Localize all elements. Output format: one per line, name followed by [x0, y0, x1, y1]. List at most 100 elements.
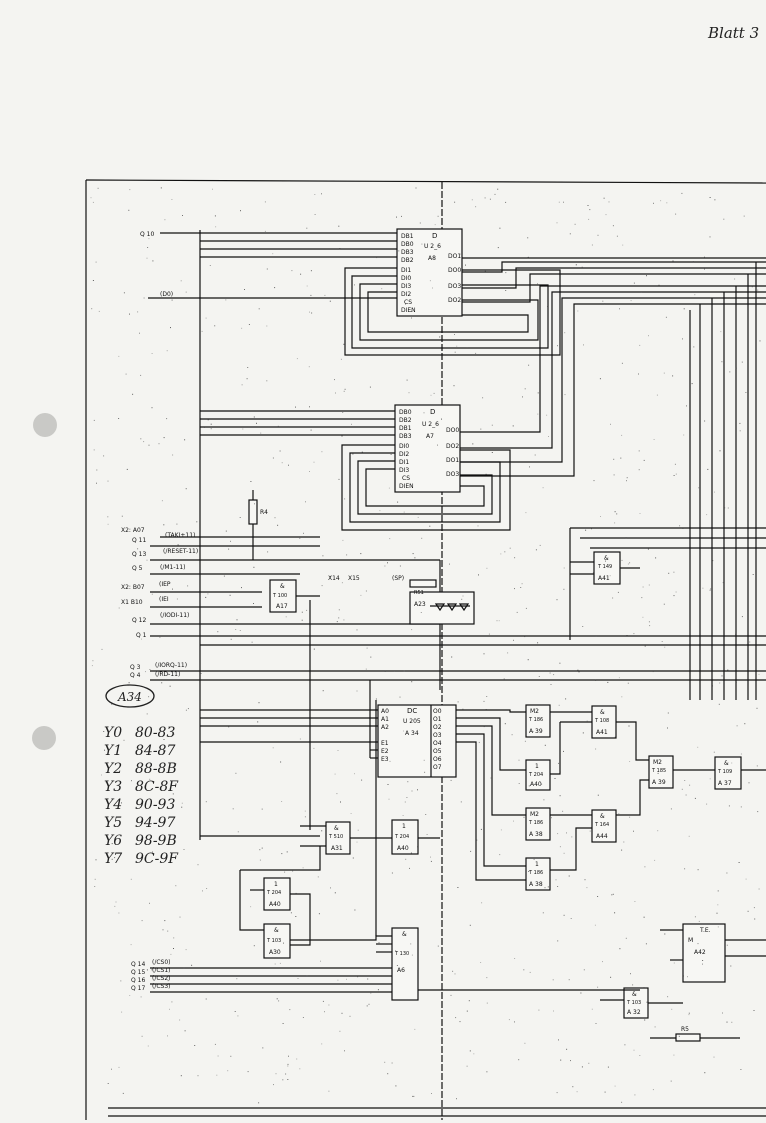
speckle-dot: [489, 198, 491, 200]
speckle-dot: [338, 617, 340, 619]
speckle-dot: [570, 918, 572, 919]
speckle-dot: [462, 595, 464, 597]
svg-text:R51: R51: [414, 590, 424, 596]
speckle-dot: [321, 451, 323, 453]
speckle-dot: [321, 193, 322, 195]
speckle-dot: [594, 924, 596, 926]
speckle-dot: [542, 487, 544, 489]
speckle-dot: [309, 406, 310, 408]
speckle-dot: [404, 801, 406, 803]
speckle-dot: [468, 1000, 470, 1002]
speckle-dot: [172, 793, 174, 795]
speckle-dot: [187, 708, 189, 710]
map-range-3: 8C-8F: [135, 779, 179, 795]
speckle-dot: [465, 264, 466, 266]
speckle-dot: [185, 488, 187, 490]
speckle-dot: [482, 397, 484, 399]
speckle-dot: [496, 620, 498, 622]
speckle-dot: [756, 765, 758, 767]
svg-text:A0: A0: [381, 708, 389, 715]
speckle-dot: [299, 738, 301, 740]
speckle-dot: [313, 461, 315, 463]
speckle-dot: [698, 487, 700, 489]
speckle-dot: [689, 784, 691, 786]
svg-text:U 2_6: U 2_6: [424, 243, 441, 250]
speckle-dot: [473, 1053, 475, 1055]
speckle-dot: [216, 1074, 218, 1076]
speckle-dot: [148, 696, 150, 698]
speckle-dot: [306, 975, 308, 977]
svg-text:T 510: T 510: [328, 834, 343, 840]
speckle-dot: [348, 741, 350, 743]
speckle-dot: [684, 780, 686, 781]
speckle-dot: [285, 1073, 287, 1075]
speckle-dot: [453, 385, 455, 387]
speckle-dot: [557, 345, 558, 347]
speckle-dot: [563, 201, 564, 203]
speckle-dot: [557, 886, 559, 887]
speckle-dot: [389, 760, 391, 762]
speckle-dot: [357, 829, 359, 831]
speckle-dot: [151, 969, 153, 971]
speckle-dot: [254, 503, 255, 505]
speckle-dot: [686, 405, 687, 407]
speckle-dot: [384, 565, 386, 567]
speckle-dot: [660, 200, 662, 202]
speckle-dot: [513, 820, 514, 822]
speckle-dot: [225, 299, 227, 301]
speckle-dot: [129, 995, 131, 996]
speckle-dot: [185, 949, 187, 951]
speckle-dot: [673, 475, 675, 476]
speckle-dot: [184, 1030, 186, 1032]
speckle-dot: [295, 406, 296, 408]
speckle-dot: [664, 933, 666, 935]
svg-text:A 32: A 32: [627, 1009, 641, 1016]
speckle-dot: [449, 563, 450, 565]
speckle-dot: [593, 480, 595, 482]
speckle-dot: [528, 785, 530, 787]
speckle-dot: [483, 653, 485, 655]
speckle-dot: [375, 698, 377, 700]
speckle-dot: [574, 223, 576, 225]
speckle-dot: [175, 763, 177, 765]
speckle-dot: [321, 830, 323, 832]
speckle-dot: [504, 551, 506, 553]
speckle-dot: [322, 690, 324, 692]
speckle-dot: [539, 544, 541, 546]
speckle-dot: [223, 575, 225, 577]
signal-cs2: (/CS2): [152, 975, 171, 982]
speckle-dot: [697, 943, 699, 945]
speckle-dot: [618, 677, 620, 679]
speckle-dot: [141, 638, 142, 640]
speckle-dot: [437, 215, 439, 217]
speckle-dot: [630, 973, 631, 975]
speckle-dot: [361, 451, 363, 453]
speckle-dot: [523, 969, 525, 971]
speckle-dot: [565, 698, 567, 700]
speckle-dot: [503, 678, 505, 680]
speckle-dot: [572, 1086, 574, 1088]
speckle-dot: [575, 264, 577, 266]
speckle-dot: [160, 187, 162, 189]
speckle-dot: [580, 992, 582, 994]
speckle-dot: [537, 642, 539, 644]
speckle-dot: [639, 344, 641, 346]
svg-text:T 186: T 186: [528, 870, 543, 876]
speckle-dot: [278, 1000, 280, 1002]
speckle-dot: [693, 346, 695, 348]
speckle-dot: [197, 1075, 199, 1077]
speckle-dot: [612, 225, 614, 227]
speckle-dot: [175, 885, 177, 887]
speckle-dot: [614, 522, 616, 524]
speckle-dot: [202, 890, 203, 892]
speckle-dot: [671, 1008, 673, 1010]
gate-wires: [200, 600, 766, 1004]
speckle-dot: [583, 344, 584, 346]
speckle-dot: [258, 702, 260, 704]
speckle-dot: [632, 984, 634, 986]
speckle-dot: [602, 961, 603, 963]
speckle-dot: [621, 362, 623, 364]
speckle-dot: [514, 958, 516, 959]
speckle-dot: [653, 202, 654, 204]
speckle-dot: [647, 548, 649, 550]
